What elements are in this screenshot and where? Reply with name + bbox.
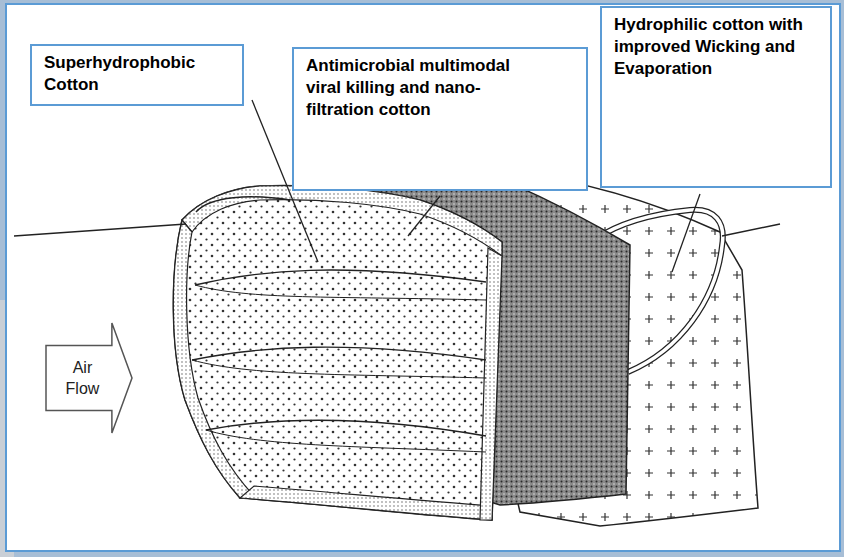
material-label-box: Hydrophilic cotton with improved Wicking… [600, 6, 832, 188]
airflow-label: Air Flow [59, 357, 105, 399]
material-label-box: Antimicrobial multimodal viral killing a… [292, 47, 588, 191]
material-label: Superhydrophobic Cotton [44, 52, 232, 96]
material-label-box: Superhydrophobic Cotton [30, 44, 244, 106]
arrow-shape [45, 322, 133, 434]
airflow-arrow: Air Flow [45, 322, 133, 434]
material-label: Antimicrobial multimodal viral killing a… [306, 55, 546, 121]
material-label: Hydrophilic cotton with improved Wicking… [614, 14, 820, 80]
